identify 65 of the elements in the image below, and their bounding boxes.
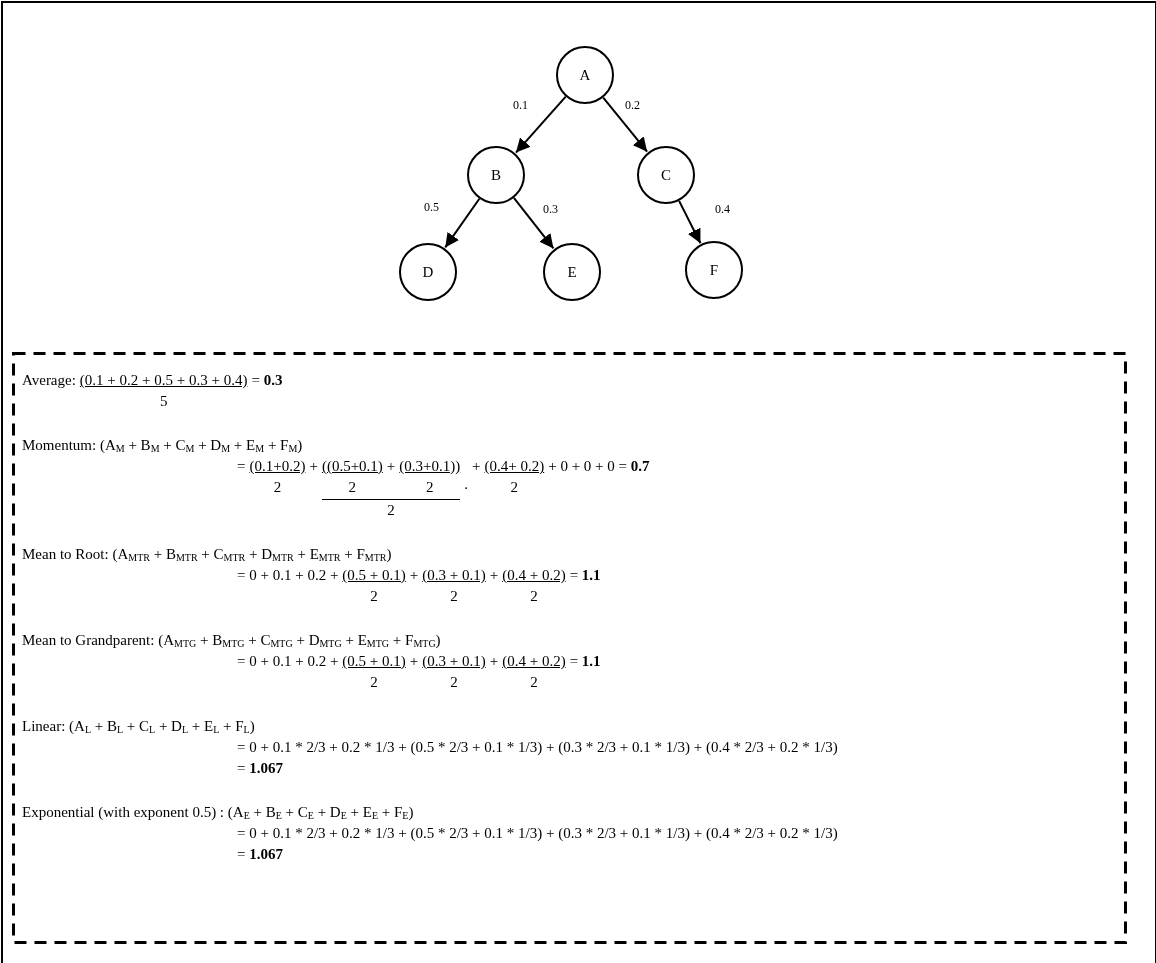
formula-text: = 1.067 xyxy=(237,845,283,864)
fraction-numerator: (0.3 + 0.1) xyxy=(422,652,486,671)
edge-label: 0.1 xyxy=(513,98,528,113)
formula-text: Mean to Grandparent: (A$_{MTG}$ + B$_{MTG}$ + C$_{MTG}$ + D$_{MTG}$ + E$_{MTG}$ + F$_{MTG}$) xyxy=(22,631,441,651)
fraction-numerator: (0.5 + 0.1) xyxy=(342,566,406,585)
fraction-numerator: ((0.5+0.1) xyxy=(321,457,383,476)
edge-label: 0.4 xyxy=(715,202,730,217)
fraction-denominator: 5 xyxy=(159,392,168,411)
arrow xyxy=(444,197,481,249)
fraction-denominator: 2 xyxy=(510,478,519,497)
circle-node: B xyxy=(467,146,525,204)
formula-text: Exponential (with exponent 0.5) : (A$_{E}$ + B$_{E}$ + C$_{E}$ + D$_{E}$ + E$_{E}$ + F$_{E}$) xyxy=(22,803,414,823)
fraction-numerator: (0.5 + 0.1) xyxy=(342,652,406,671)
arrow xyxy=(678,199,702,245)
fraction-denominator: 2 xyxy=(348,478,357,497)
formula-text: = 0.3 xyxy=(251,371,283,390)
fraction-numerator: (0.4 + 0.2) xyxy=(502,652,566,671)
fraction-numerator: (0.4 + 0.2) xyxy=(502,566,566,585)
formula-text: Average: xyxy=(22,371,76,390)
fraction-denominator: 2 xyxy=(530,673,538,692)
formula-text: = 1.067 xyxy=(237,759,283,778)
formula-text: + xyxy=(309,457,318,476)
formula-text: . xyxy=(464,475,468,494)
fraction-denominator: 2 xyxy=(450,673,458,692)
formula-text: + xyxy=(489,652,499,671)
formula-text: Linear: (A$_{L}$ + B$_{L}$ + C$_{L}$ + D$_{L}$ + E$_{L}$ + F$_{L}$) xyxy=(22,717,255,737)
formula-text: = 1.1 xyxy=(569,566,601,585)
fraction-denominator: 2 xyxy=(530,587,538,606)
circle-node: D xyxy=(399,243,457,301)
edge-label: 0.3 xyxy=(543,202,558,217)
formula-text: = 0 + 0.1 * 2/3 + 0.2 * 1/3 + (0.5 * 2/3 + 0.1 * 1/3) + (0.3 * 2/3 + 0.1 * 1/3) + (0.4 * 2/3 + 0.2 * 1/3) xyxy=(237,738,838,757)
fraction-numerator: (0.4+ 0.2) xyxy=(484,457,545,476)
fraction-denominator: 2 xyxy=(370,587,378,606)
circle-node: A xyxy=(556,46,614,104)
fraction-numerator: (0.3 + 0.1) xyxy=(422,566,486,585)
formula-text: = 0 + 0.1 + 0.2 + xyxy=(237,652,339,671)
formula-text: + xyxy=(489,566,499,585)
circle-node: E xyxy=(543,243,601,301)
arrow xyxy=(602,96,649,153)
formula-text: = xyxy=(237,457,246,476)
fraction-denominator: 2 xyxy=(450,587,458,606)
formula-text: = 0 + 0.1 + 0.2 + xyxy=(237,566,339,585)
fraction-numerator: (0.3+0.1)) xyxy=(399,457,461,476)
formula-text: + 0 + 0 + 0 = 0.7 xyxy=(548,457,650,476)
formula-text: Mean to Root: (A$_{MTR}$ + B$_{MTR}$ + C$_{MTR}$ + D$_{MTR}$ + E$_{MTR}$ + F$_{MTR}$) xyxy=(22,545,392,565)
arrow xyxy=(512,196,555,250)
fraction-denominator: 2 xyxy=(387,501,395,520)
fraction-numerator: (0.1 + 0.2 + 0.5 + 0.3 + 0.4) xyxy=(79,371,248,390)
fraction-denominator: 2 xyxy=(273,478,282,497)
circle-node: C xyxy=(637,146,695,204)
formula-text: + xyxy=(472,457,481,476)
formula-text: + xyxy=(409,652,419,671)
edge-label: 0.5 xyxy=(424,200,439,215)
formula-text: + xyxy=(409,566,419,585)
circle-node: F xyxy=(685,241,743,299)
arrow xyxy=(514,95,567,154)
formula-text: = 0 + 0.1 * 2/3 + 0.2 * 1/3 + (0.5 * 2/3 + 0.1 * 1/3) + (0.3 * 2/3 + 0.1 * 1/3) + (0.4 * 2/3 + 0.2 * 1/3) xyxy=(237,824,838,843)
fraction-denominator: 2 xyxy=(426,478,434,497)
edge-label: 0.2 xyxy=(625,98,640,113)
fraction-denominator: 2 xyxy=(370,673,378,692)
dashed-box xyxy=(12,352,1127,944)
fraction-numerator: (0.1+0.2) xyxy=(249,457,306,476)
formula-text: Momentum: (A$_{M}$ + B$_{M}$ + C$_{M}$ + D$_{M}$ + E$_{M}$ + F$_{M}$) xyxy=(22,436,303,456)
formula-text: + xyxy=(386,457,396,476)
formula-text: = 1.1 xyxy=(569,652,601,671)
